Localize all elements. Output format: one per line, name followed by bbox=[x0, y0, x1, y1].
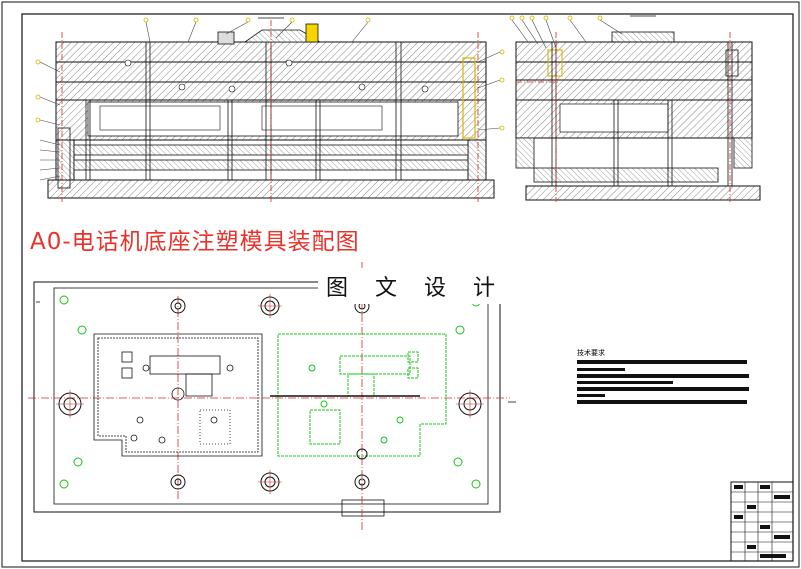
watermark-label: 图 文 设 计 bbox=[318, 268, 513, 304]
title-block bbox=[730, 481, 794, 562]
technical-requirements-heading: 技术要求 bbox=[577, 349, 605, 357]
drawing-title: A0-电话机底座注塑模具装配图 bbox=[30, 229, 360, 255]
plan-view bbox=[28, 262, 516, 530]
side-section-view bbox=[509, 15, 761, 202]
front-section-view bbox=[35, 17, 505, 202]
technical-requirements-text bbox=[577, 360, 749, 404]
